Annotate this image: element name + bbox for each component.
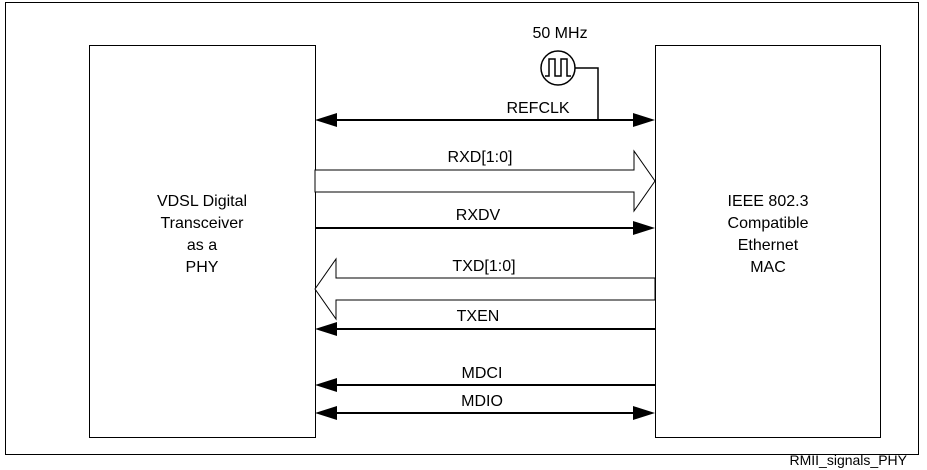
mac-label-line-4: MAC [750, 259, 786, 276]
phy-block [89, 45, 316, 438]
mac-label-line-3: Ethernet [738, 237, 799, 254]
mac-block [655, 45, 881, 438]
phy-label-line-1: VDSL Digital [157, 193, 247, 210]
refclk-arrowhead-left [315, 113, 337, 127]
rxdv-label: RXDV [456, 207, 501, 224]
mac-label-line-1: IEEE 802.3 [728, 193, 809, 210]
txd-label: TXD[1:0] [452, 258, 515, 275]
phy-label-line-2: Transceiver [161, 215, 245, 232]
mdci-arrowhead [315, 378, 337, 392]
mdci-signal [315, 378, 655, 392]
diagram-frame [5, 2, 919, 455]
mac-label-line-2: Compatible [728, 215, 809, 232]
figure-id: RMII_signals_PHY [790, 452, 908, 468]
rxdv-signal [315, 221, 655, 235]
rxd-label: RXD[1:0] [448, 149, 513, 166]
phy-label-line-3: as a [187, 237, 217, 254]
refclk-label: REFCLK [506, 100, 569, 117]
rxdv-arrowhead [633, 221, 655, 235]
mdci-label: MDCI [462, 365, 503, 382]
txen-arrowhead [315, 322, 337, 336]
clock-frequency-label: 50 MHz [532, 25, 587, 42]
txen-signal [315, 322, 655, 336]
txen-label: TXEN [457, 308, 500, 325]
mdio-label: MDIO [461, 393, 503, 410]
refclk-signal [315, 113, 655, 127]
txd-bus-arrow [314, 257, 656, 321]
rxd-bus-arrow [314, 149, 656, 213]
mdio-signal [315, 406, 655, 420]
mdio-arrowhead-right [633, 406, 655, 420]
mdio-arrowhead-left [315, 406, 337, 420]
refclk-arrowhead-right [633, 113, 655, 127]
oscillator-icon [540, 50, 599, 120]
phy-label-line-4: PHY [186, 259, 219, 276]
